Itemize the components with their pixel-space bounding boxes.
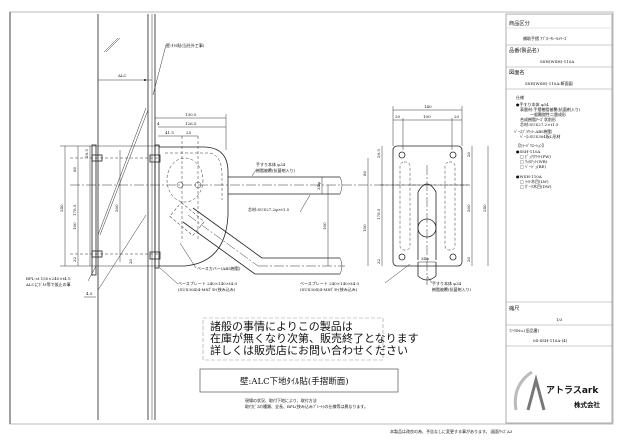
dim-pipe-34: 34φ bbox=[316, 182, 321, 190]
dim-20: 20 bbox=[128, 258, 133, 264]
caption-text: 壁:ALC下地ﾀｲﾙ貼(手摺断面) bbox=[240, 376, 349, 387]
category-label: 商品区分 bbox=[509, 19, 530, 27]
drawing-name-label: 図面名 bbox=[509, 68, 525, 76]
title-block: 商品区分 補助手摺 ｱﾌﾟﾛｰﾁﾚｰﾙｼﾘｰｽﾞ 品番(製品名) SSH(WSH… bbox=[505, 13, 613, 424]
spec-line: ﾍﾞｰｽﾌﾞﾗｹｯﾄ:ABS樹脂 bbox=[514, 128, 552, 134]
spec-label: 仕様 bbox=[516, 94, 524, 100]
part-label: 品番(製品名) bbox=[509, 46, 539, 54]
wall-section: ALC 壁:ﾀｲﾙ貼(当社外工事) bbox=[97, 14, 205, 420]
label-coating: 樹脂被覆(抗菌剤入り) bbox=[256, 167, 296, 173]
front-dim-right-200: 200 bbox=[466, 204, 471, 212]
label-bpl-note: ALCにﾎﾞﾙﾄ等で仮止の事 bbox=[25, 281, 71, 287]
front-dim-left-80: 80 bbox=[362, 170, 367, 176]
bracket-side-view bbox=[149, 144, 229, 269]
front-view: 34φ 140 20 100 20 20 200 240 20 29.5 80 … bbox=[300, 104, 489, 292]
color-item: □ ﾗｲﾄ木目(LW) bbox=[520, 178, 549, 184]
dim-32: 32 bbox=[72, 256, 77, 262]
label-bpl: BPL-st 150×240×t4.5 bbox=[26, 276, 71, 281]
color-group-name: ●WSH-110A bbox=[516, 174, 542, 179]
front-label-plate: ベースプレート 240×140×t4.0 bbox=[300, 280, 359, 286]
label-base-cover: ベースカバー(ABS樹脂) bbox=[197, 265, 241, 271]
color-item: □ ﾍﾞｰｼﾞｭ(BE) bbox=[520, 164, 546, 169]
file-value: 04-SSH-110A-(4) bbox=[533, 338, 568, 343]
front-label-coating: 樹脂被覆(抗菌剤入り) bbox=[432, 286, 472, 292]
front-dim-left-100: 100 bbox=[362, 224, 367, 232]
scale-label: 縮尺 bbox=[509, 304, 519, 312]
color-group-name: ●SSH-110A bbox=[516, 149, 540, 154]
front-dim-right-20-bottom: 20 bbox=[466, 256, 471, 262]
dim-240: 240 bbox=[59, 204, 64, 212]
front-dim-right-240: 240 bbox=[482, 204, 487, 212]
spec-line: ﾍﾞｰｽ:SUS304板L形材 bbox=[520, 133, 561, 139]
footer-note: 本製品は改良の為、予告なしに変更する事があります。:図面ｻｲｽﾞA3 bbox=[390, 428, 513, 434]
dim-130-5: 130.5 bbox=[185, 112, 197, 117]
dim-80: 80 bbox=[72, 166, 77, 172]
spec-line: 合成樹脂ﾁｰｽﾞ状前形 bbox=[520, 116, 556, 122]
dim-4: 4 bbox=[157, 121, 160, 126]
front-dim-20-left: 20 bbox=[395, 114, 401, 119]
color-item: □ ﾀﾞｰｸ木目(DW) bbox=[520, 183, 552, 189]
color-item: □ ｳｫﾙﾅｯﾄ(WB) bbox=[520, 158, 548, 164]
discontinued-notice: 諸般の事情によりこの製品は 在庫が無くなり次第、販売終了となります 詳しくは販売… bbox=[202, 317, 419, 361]
front-dim-left-29-5: 29.5 bbox=[376, 149, 381, 158]
color-item: □ ﾋﾟｭｱﾎﾜｲﾄ(PW) bbox=[520, 153, 551, 159]
handrail-pipes: 34φ 100 bbox=[182, 176, 345, 275]
side-top-dimensions: 130.5 126.5 41.5 25 4 bbox=[155, 112, 227, 240]
front-dim-140: 140 bbox=[424, 104, 432, 109]
dim-126-5: 126.5 bbox=[185, 121, 197, 126]
install-note-1: 現場の状況、取付下地により、取付方法 bbox=[245, 397, 317, 403]
scale-value: 1/3 bbox=[556, 317, 563, 322]
notice-line-3: 詳しくは販売店にお問い合わせください bbox=[210, 343, 408, 357]
front-dim-34: 34φ bbox=[421, 256, 429, 261]
spec-line: 芯材:SUS27.2×t1.5 bbox=[520, 121, 559, 127]
front-dim-left-32: 32 bbox=[376, 258, 381, 264]
label-core: 芯材:SUS27.2φ×t1.5 bbox=[248, 206, 290, 212]
front-dim-20-right: 20 bbox=[454, 114, 460, 119]
logo-text: アトラスark bbox=[546, 385, 599, 396]
front-dim-100: 100 bbox=[423, 114, 431, 119]
part-value: SSH(WSH)-110A bbox=[540, 59, 574, 64]
dim-pipe-gap: 100 bbox=[322, 222, 327, 230]
spec-line: 表層材:手摺樹脂被覆(抗菌剤入り) bbox=[520, 106, 581, 112]
label-base-plate: ベースプレート 240×140×t4.0 bbox=[178, 280, 237, 286]
spec-line: ●手すり本体 φ34 bbox=[516, 101, 549, 107]
front-dim-left-178-5: 178.5 bbox=[376, 208, 381, 220]
dim-41-5: 41.5 bbox=[165, 130, 174, 135]
company-logo: アトラスark 株式会社 bbox=[513, 370, 601, 411]
install-note-2: 取付ﾋﾞｽの種類、全長、BPL(挟み込みﾌﾟﾚｰﾄ)の仕様等は異なります。 bbox=[245, 403, 368, 409]
bpl-plate bbox=[91, 144, 97, 276]
logo-subtext: 株式会社 bbox=[574, 400, 601, 409]
front-label-plate-bolt: (SUS304)4-M8ﾎﾞﾙﾄ(挟み込み) bbox=[300, 286, 358, 292]
dim-29-5: 29.5 bbox=[84, 149, 89, 158]
label-base-plate-bolt: (SUS304)4-M8ﾎﾞﾙﾄ(挟み込み) bbox=[178, 286, 236, 292]
dim-4-5: 4.5 bbox=[86, 291, 93, 296]
dim-25: 25 bbox=[186, 130, 192, 135]
side-labels: 手すり本体 φ34 樹脂被覆(抗菌剤入り) 芯材:SUS27.2φ×t1.5 ベ… bbox=[25, 161, 311, 298]
wall-label: 壁:ﾀｲﾙ貼(当社外工事) bbox=[166, 42, 205, 48]
front-dim-right-20-top: 20 bbox=[466, 151, 471, 157]
dim-178-5: 178.5 bbox=[72, 204, 77, 216]
notice-line-2: 在庫が無くなり次第、販売終了となります bbox=[210, 331, 419, 345]
label-handrail: 手すり本体 φ34 bbox=[256, 161, 286, 167]
dim-100: 100 bbox=[72, 222, 77, 230]
front-label-handrail: 手すり本体 φ34 bbox=[432, 280, 462, 286]
spec-line: 一般難燃性二層成形 bbox=[530, 111, 566, 117]
dim-200: 200 bbox=[114, 204, 119, 212]
notice-line-1: 諸般の事情によりこの製品は bbox=[210, 319, 353, 333]
file-label: ﾌｧｲﾙNo.(旧品番) bbox=[509, 327, 540, 333]
alc-label: ALC bbox=[117, 73, 127, 78]
category-value: 補助手摺 ｱﾌﾟﾛｰﾁﾚｰﾙｼﾘｰｽﾞ bbox=[523, 35, 568, 41]
drawing-name-value: SSH(WSH)-110A:断面図 bbox=[525, 80, 573, 86]
section-caption: 壁:ALC下地ﾀｲﾙ貼(手摺断面) bbox=[199, 368, 399, 393]
color-title: 【ｶﾗｰﾊﾞﾘｴｰｼｮﾝ】 bbox=[516, 143, 546, 148]
